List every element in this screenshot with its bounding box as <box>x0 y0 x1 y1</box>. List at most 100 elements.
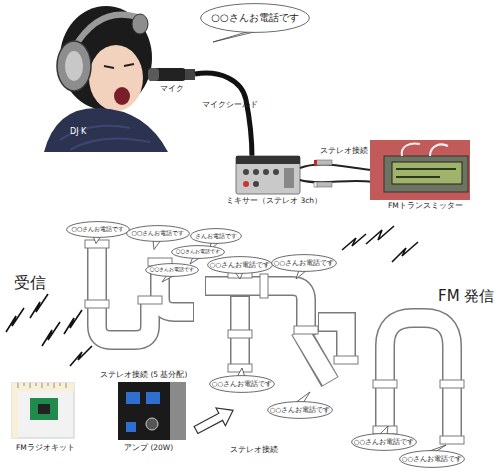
pipe-couplers <box>85 240 464 444</box>
microphone <box>148 68 186 81</box>
mixer-knob <box>243 169 249 175</box>
bubble-text: ○○さんお電話です <box>210 262 270 269</box>
bubble-text: ○○さんお電話です <box>176 249 220 254</box>
bubble-text: ○○さんお電話です <box>354 439 414 446</box>
speech-bubble: ○○さんお電話です <box>126 225 190 242</box>
part-name: アンプ (20W) <box>124 444 173 452</box>
open-mouth <box>114 87 130 105</box>
heatsink <box>170 382 186 440</box>
volume-knob <box>146 418 158 430</box>
cable <box>300 165 372 170</box>
bubble-ellipse <box>191 229 242 244</box>
terminal <box>126 392 140 404</box>
coupler <box>138 296 162 304</box>
bubble-ellipse <box>352 434 417 451</box>
bubble-ellipse <box>146 264 199 277</box>
pipe <box>300 330 330 382</box>
lightning-bolt <box>392 242 418 262</box>
coupler <box>373 426 397 434</box>
bubble-text: ○○さんお電話です <box>211 13 298 23</box>
lightning-bolt <box>64 310 82 334</box>
speech-bubble: ○○さんお電話です <box>200 3 310 33</box>
speech-bubble: さんお電話です <box>190 228 242 244</box>
speech-bubble: ○○さんお電話です <box>145 263 199 277</box>
mixer-top <box>236 156 300 164</box>
lightning-bolt <box>30 294 48 318</box>
pipe <box>385 318 452 439</box>
wires <box>402 144 448 157</box>
mixer-photo <box>236 156 300 194</box>
photo-background <box>12 383 74 438</box>
cable <box>300 180 372 182</box>
bubble-ellipse <box>268 402 333 419</box>
terminal <box>126 422 136 432</box>
bubble-text: さんお電話です <box>195 233 237 239</box>
bubble-ellipse <box>172 246 225 259</box>
jack-plug <box>316 182 332 187</box>
connection-note: ステレオ接続 (5 基分配) <box>100 371 187 379</box>
mic-shield-cable <box>195 73 252 158</box>
pipe <box>97 242 150 340</box>
part-name: FMトランスミッター <box>388 202 463 210</box>
coupler <box>334 356 358 364</box>
jack-plug <box>316 160 332 165</box>
bubble-ellipse <box>208 257 273 274</box>
speech-bubble: ○○さんお電話です <box>399 450 465 468</box>
headphone-cup <box>132 14 148 34</box>
bubble-ellipse <box>272 255 337 272</box>
lcd-display <box>392 162 462 184</box>
headphone-band <box>74 15 140 48</box>
pipe <box>319 322 346 361</box>
mixer-knob <box>243 181 249 187</box>
ruler <box>12 383 74 391</box>
bubble-text: ○○さんお電話です <box>72 226 125 232</box>
radio-waves <box>6 226 418 366</box>
speech-bubble: ○○さんお電話です <box>271 254 337 272</box>
bubble-ellipse <box>67 221 130 237</box>
coupler <box>373 380 397 388</box>
headphone-cup-inner <box>65 51 83 81</box>
signal-arrow <box>191 401 237 438</box>
photo-background <box>370 140 470 200</box>
bubble-text: ○○さんお電話です <box>270 407 330 414</box>
receive-label: 受信 <box>14 274 46 292</box>
lcd-characters <box>396 169 456 177</box>
bubble-text: ○○さんお電話です <box>150 267 194 272</box>
coupler <box>85 300 109 308</box>
mixer-fader <box>284 168 294 188</box>
bubble-text: ○○さんお電話です <box>402 456 462 463</box>
pipe <box>206 286 306 334</box>
speech-bubble: ○○さんお電話です <box>171 245 225 259</box>
speech-bubble: ○○さんお電話です <box>209 375 275 393</box>
transmitter-photo <box>370 140 470 200</box>
mixer-knob <box>253 181 259 187</box>
coupler <box>294 326 318 334</box>
radio-module <box>30 398 58 420</box>
bubble-text: ○○さんお電話です <box>132 230 185 236</box>
scarf-folds <box>60 126 150 150</box>
bubble-ellipse <box>210 376 275 393</box>
pipe <box>300 331 330 381</box>
connection-note: ステレオ接続 <box>320 147 368 155</box>
microphone-grille <box>148 68 159 81</box>
lightning-bolt <box>70 346 92 366</box>
stereo-cable <box>300 160 372 187</box>
mixer-knob <box>263 169 269 175</box>
bubble-ellipse <box>201 4 310 33</box>
amplifier-photo <box>118 382 186 440</box>
ruler <box>12 391 18 438</box>
mixer-knob <box>273 169 279 175</box>
coupler <box>260 274 268 298</box>
ruler-ticks <box>18 383 66 388</box>
connection-note: ステレオ接続 <box>230 446 278 454</box>
chip <box>38 404 50 414</box>
plug-ring <box>314 182 317 187</box>
pipe <box>205 286 306 335</box>
coupler <box>440 380 464 388</box>
mic-connector <box>185 69 195 80</box>
plug-ring <box>314 160 317 165</box>
transmit-label: FM 発信 <box>438 288 494 305</box>
scarf <box>44 108 168 152</box>
mixer-body <box>236 156 300 194</box>
